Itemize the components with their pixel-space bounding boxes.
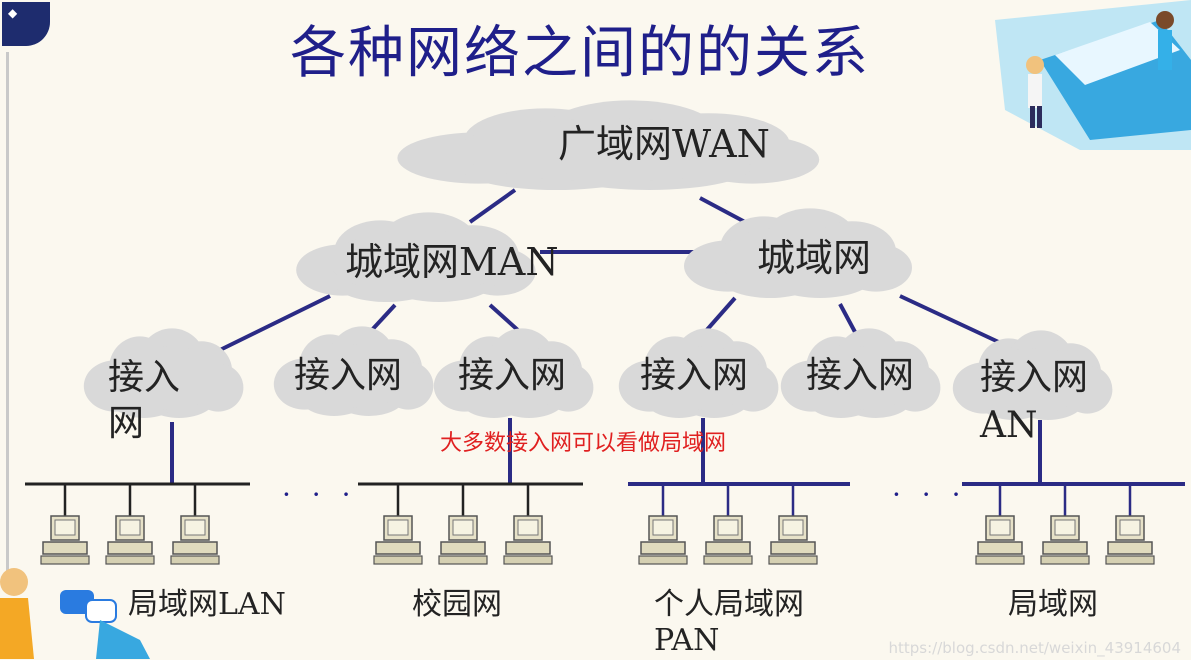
ellipsis-right: · · · <box>892 478 967 511</box>
link-man-left-an2 <box>368 303 397 334</box>
cloud-man-right <box>684 208 912 298</box>
lan-bus-4 <box>962 482 1185 565</box>
slide-title: 各种网络之间的的关系 <box>290 21 870 86</box>
access-network-4-label: 接入网 <box>640 355 749 396</box>
cloud-access-network-6 <box>952 330 1113 420</box>
man-right-label: 城域网 <box>757 236 872 280</box>
watermark: https://blog.csdn.net/weixin_43914604 <box>888 639 1181 657</box>
lan-bus-1 <box>25 482 250 565</box>
man-left-label: 城域网MAN <box>345 240 559 284</box>
access-network-5-label: 接入网 <box>806 355 915 396</box>
ellipsis-left: · · · <box>282 478 357 511</box>
university-logo: ◆ <box>2 2 50 46</box>
cloud-access-network-5 <box>780 328 941 418</box>
cloud-access-network-3 <box>433 328 594 418</box>
link-man-right-an6 <box>899 294 1006 347</box>
computer-icon <box>1040 515 1090 565</box>
access-network-6-label-top: 接入网 <box>980 357 1089 398</box>
link-man-left-an3 <box>488 303 522 334</box>
annotation-note: 大多数接入网可以看做局域网 <box>440 431 727 456</box>
computer-icon <box>373 515 423 565</box>
computer-icon <box>438 515 488 565</box>
computer-icon <box>975 515 1025 565</box>
access-network-1-label-top: 接入 <box>108 357 181 398</box>
lan-2-label: 校园网 <box>412 587 502 622</box>
link-man-left-an1 <box>219 294 331 352</box>
computer-icon <box>768 515 818 565</box>
computer-icon <box>703 515 753 565</box>
access-network-1-label-bottom: 网 <box>108 403 145 444</box>
link-man-right-an5 <box>838 303 857 333</box>
lan-4-label: 局域网 <box>1008 587 1098 622</box>
computer-icon <box>40 515 90 565</box>
cloud-access-network-2 <box>273 326 434 416</box>
access-network-3-label: 接入网 <box>458 355 567 396</box>
lan-1-label: 局域网LAN <box>128 587 286 622</box>
link-wan-man-left <box>468 188 517 224</box>
lan-bus-2 <box>358 482 583 565</box>
lan-bus-3 <box>628 482 850 565</box>
cloud-wan <box>397 100 820 191</box>
computer-icon <box>503 515 553 565</box>
access-network-6-label-bottom: AN <box>980 405 1038 446</box>
link-wan-man-right <box>699 196 746 224</box>
lan-3-label-top: 个人局域网 <box>654 587 804 622</box>
cloud-access-network-1 <box>83 328 244 418</box>
link-man-right-an4 <box>703 296 737 334</box>
wan-label: 广域网WAN <box>558 122 770 166</box>
slide-left-border <box>6 52 9 572</box>
computer-icon <box>105 515 155 565</box>
access-network-2-label: 接入网 <box>294 355 403 396</box>
cloud-man-left <box>296 212 536 302</box>
cloud-access-network-4 <box>618 328 779 418</box>
computer-icon <box>170 515 220 565</box>
lan-3-label-bottom: PAN <box>654 623 720 658</box>
computer-icon <box>1105 515 1155 565</box>
computer-icon <box>638 515 688 565</box>
